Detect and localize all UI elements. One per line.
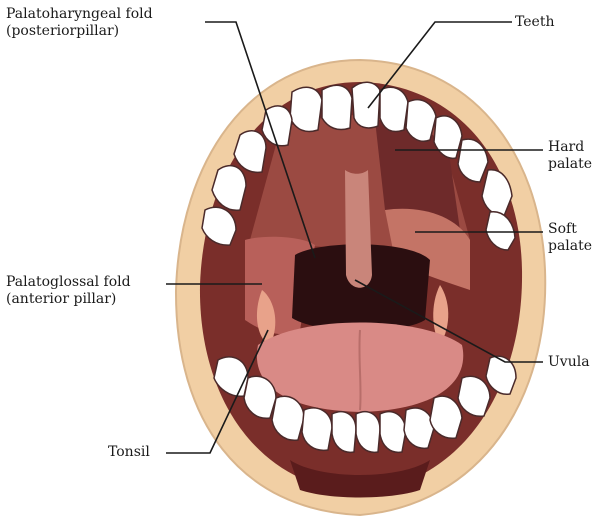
label-teeth-line1: Teeth — [515, 14, 554, 31]
label-hard-palate: Hard palate — [548, 139, 592, 173]
label-soft-palate-line2: palate — [548, 238, 592, 255]
label-tonsil-line1: Tonsil — [108, 444, 150, 461]
label-soft-palate-line1: Soft — [548, 221, 592, 238]
label-uvula: Uvula — [548, 354, 590, 371]
label-teeth: Teeth — [515, 14, 554, 31]
label-palatopharyngeal-fold: Palatoharyngeal fold (posteriorpillar) — [6, 6, 153, 40]
tongue-midline — [359, 330, 360, 410]
label-palatoglossal-line2: (anterior pillar) — [6, 291, 131, 308]
label-hard-palate-line1: Hard — [548, 139, 592, 156]
uvula-shape — [345, 170, 372, 288]
label-hard-palate-line2: palate — [548, 156, 592, 173]
label-palatoglossal-line1: Palatoglossal fold — [6, 274, 131, 291]
label-uvula-line1: Uvula — [548, 354, 590, 371]
label-palatopharyngeal-line2: (posteriorpillar) — [6, 23, 153, 40]
label-tonsil: Tonsil — [108, 444, 150, 461]
label-soft-palate: Soft palate — [548, 221, 592, 255]
label-palatopharyngeal-line1: Palatoharyngeal fold — [6, 6, 153, 23]
label-palatoglossal-fold: Palatoglossal fold (anterior pillar) — [6, 274, 131, 308]
